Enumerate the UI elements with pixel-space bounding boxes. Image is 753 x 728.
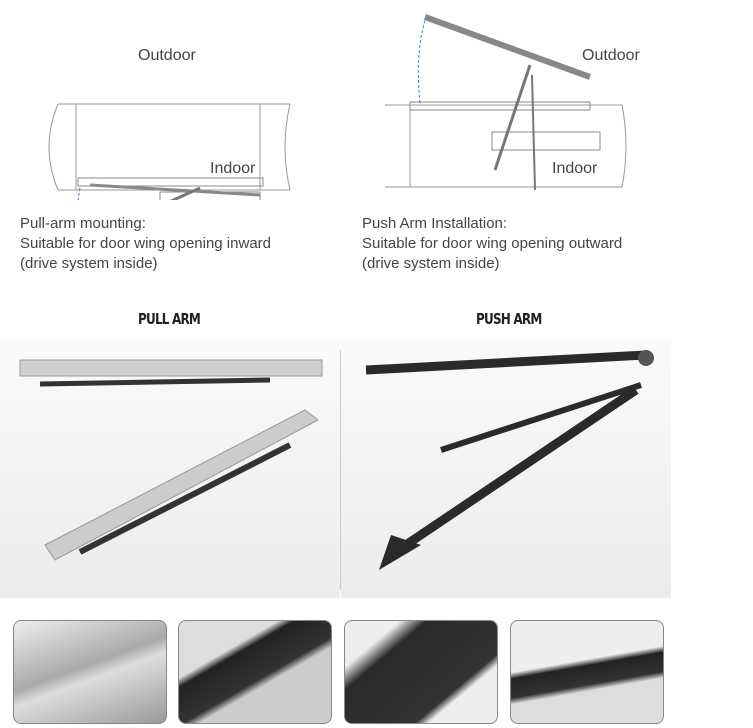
- pull-outdoor-label: Outdoor: [138, 47, 196, 64]
- pull-indoor-label: Indoor: [210, 160, 256, 177]
- pull-desc-line: (drive system inside): [20, 255, 158, 272]
- thumbnail-push-bracket: [344, 620, 498, 724]
- push-arm-photo: [341, 340, 671, 598]
- pull-arm-photo: [0, 340, 340, 598]
- pull-arm-diagram: [48, 103, 291, 200]
- pull-description: Pull-arm mounting: Suitable for door win…: [20, 214, 271, 274]
- push-arm-title: PUSH ARM: [476, 310, 542, 328]
- divider: [340, 350, 341, 590]
- push-desc-line: (drive system inside): [362, 255, 500, 272]
- push-outdoor-label: Outdoor: [582, 47, 640, 64]
- push-arm-diagram: [385, 14, 627, 191]
- thumbnail-pull-rail: [13, 620, 167, 724]
- push-description: Push Arm Installation: Suitable for door…: [362, 214, 622, 274]
- thumbnail-push-arm-rivets: [510, 620, 664, 724]
- pull-arm-title: PULL ARM: [138, 310, 201, 328]
- pull-desc-line: Suitable for door wing opening inward: [20, 235, 271, 252]
- push-desc-line: Suitable for door wing opening outward: [362, 235, 623, 252]
- pull-desc-line: Pull-arm mounting:: [20, 215, 146, 232]
- push-desc-line: Push Arm Installation:: [362, 215, 508, 232]
- thumbnail-pull-arm-end: [178, 620, 332, 724]
- push-indoor-label: Indoor: [552, 160, 598, 177]
